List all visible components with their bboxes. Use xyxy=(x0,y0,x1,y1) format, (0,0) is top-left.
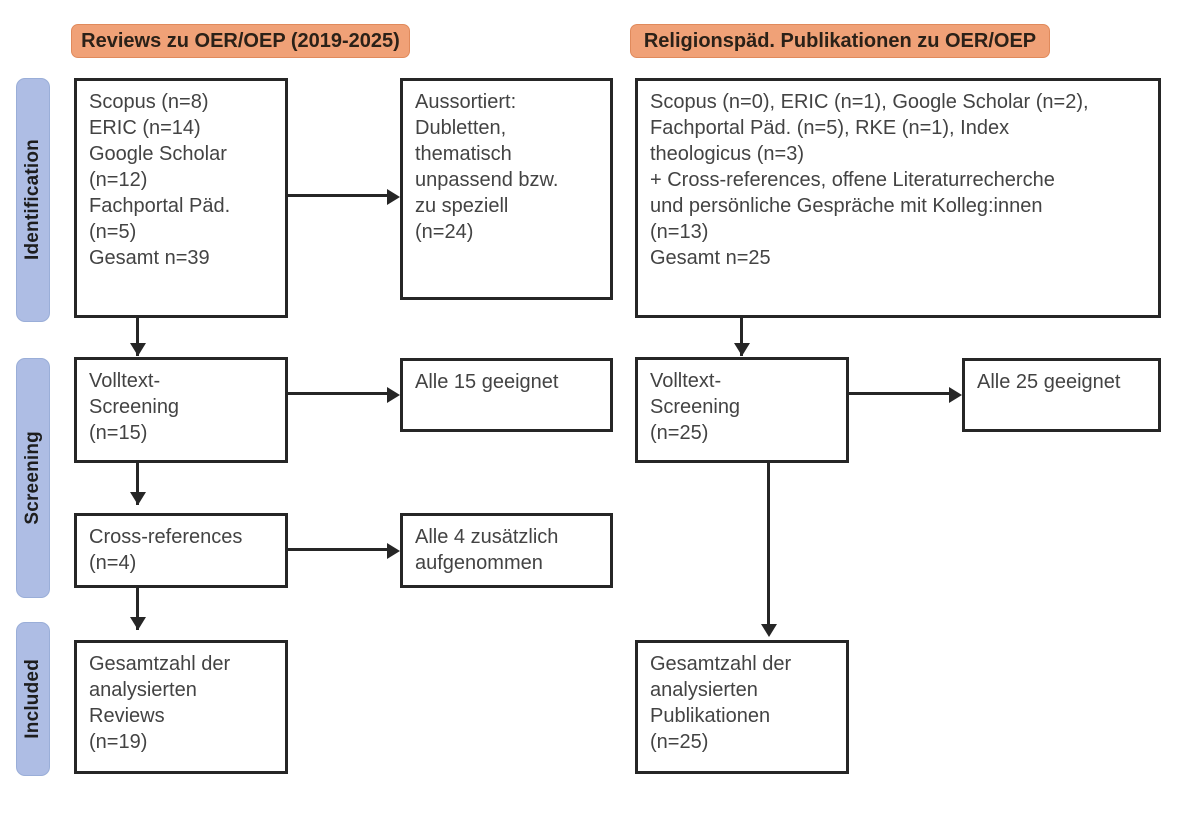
stage-pill-included: Included xyxy=(16,622,50,776)
arrowhead-left-screening-to-crossrefs xyxy=(130,492,146,505)
box-right-screening: Volltext- Screening (n=25) xyxy=(635,357,849,463)
box-left-identification: Scopus (n=8) ERIC (n=14) Google Scholar … xyxy=(74,78,288,318)
arrowhead-right-screening-to-included xyxy=(761,624,777,637)
connector-left-crossrefs-to-result xyxy=(288,548,388,551)
box-left-excluded: Aussortiert: Dubletten, thematisch unpas… xyxy=(400,78,613,300)
arrowhead-left-identification-to-excluded xyxy=(387,189,400,205)
connector-left-screening-to-result xyxy=(288,392,388,395)
box-right-screening-result: Alle 25 geeignet xyxy=(962,358,1161,432)
arrowhead-left-crossrefs-to-included xyxy=(130,617,146,630)
connector-left-screening-to-crossrefs xyxy=(136,463,139,505)
arrowhead-left-screening-to-result xyxy=(387,387,400,403)
column-header-reviews-label: Reviews zu OER/OEP (2019-2025) xyxy=(81,29,400,52)
connector-right-screening-to-result xyxy=(849,392,950,395)
connector-right-screening-to-included xyxy=(767,463,770,630)
arrowhead-left-crossrefs-to-result xyxy=(387,543,400,559)
stage-pill-screening: Screening xyxy=(16,358,50,598)
arrowhead-right-screening-to-result xyxy=(949,387,962,403)
stage-label-identification: Identification xyxy=(22,139,43,261)
stage-label-included: Included xyxy=(22,659,43,739)
box-left-crossrefs: Cross-references (n=4) xyxy=(74,513,288,588)
connector-left-identification-to-excluded xyxy=(288,194,388,197)
connector-right-identification-to-screening xyxy=(740,318,743,356)
connector-left-crossrefs-to-included xyxy=(136,588,139,630)
box-left-screening-result: Alle 15 geeignet xyxy=(400,358,613,432)
box-right-identification: Scopus (n=0), ERIC (n=1), Google Scholar… xyxy=(635,78,1161,318)
box-left-crossrefs-result: Alle 4 zusätzlich aufgenommen xyxy=(400,513,613,588)
connector-left-identification-to-screening xyxy=(136,318,139,356)
box-left-included: Gesamtzahl der analysierten Reviews (n=1… xyxy=(74,640,288,774)
column-header-reviews: Reviews zu OER/OEP (2019-2025) xyxy=(71,24,410,58)
arrowhead-left-identification-to-screening xyxy=(130,343,146,356)
box-left-screening: Volltext- Screening (n=15) xyxy=(74,357,288,463)
column-header-publikationen-label: Religionspäd. Publikationen zu OER/OEP xyxy=(643,29,1037,52)
stage-pill-identification: Identification xyxy=(16,78,50,322)
stage-label-screening: Screening xyxy=(22,431,43,525)
arrowhead-right-identification-to-screening xyxy=(734,343,750,356)
column-header-publikationen: Religionspäd. Publikationen zu OER/OEP xyxy=(630,24,1050,58)
box-right-included: Gesamtzahl der analysierten Publikatione… xyxy=(635,640,849,774)
